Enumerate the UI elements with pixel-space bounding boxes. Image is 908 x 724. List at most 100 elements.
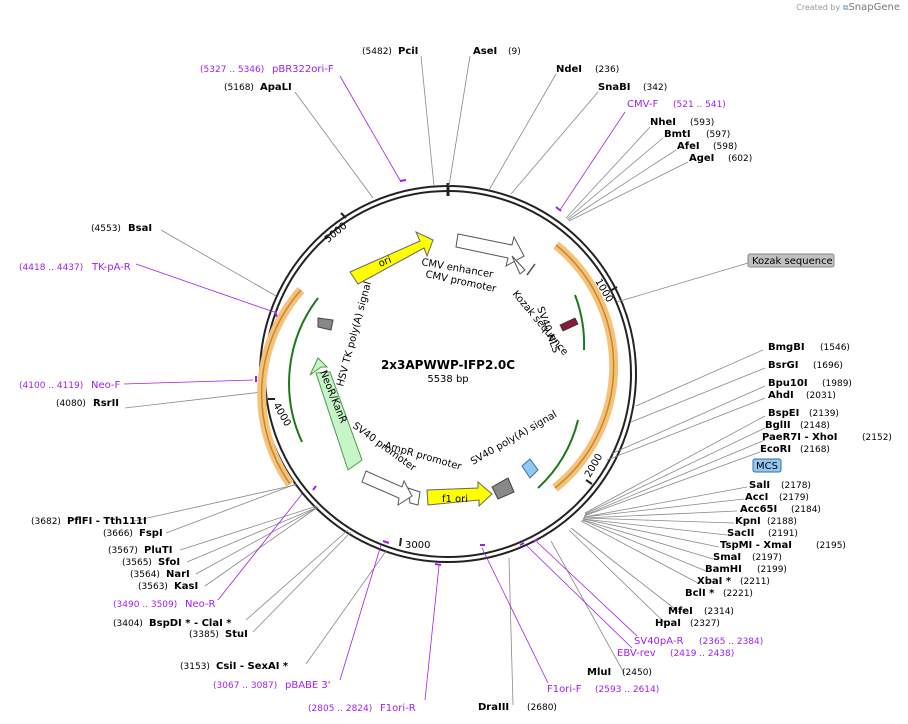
site-pos-ecori: (2168)	[800, 445, 830, 455]
site-pos-bsai: (4553)	[91, 224, 121, 234]
site-draiii: DraIII	[478, 702, 509, 713]
site-fspi: FspI	[139, 528, 163, 539]
f1-ori-feature	[426, 480, 493, 508]
site-pos-bmgbi: (1546)	[820, 343, 850, 353]
site-mfei: MfeI	[668, 606, 693, 617]
site-stui: StuI	[225, 629, 248, 640]
site-pos-mfei: (2314)	[704, 607, 734, 617]
sv40-polya-feature	[491, 477, 515, 500]
site-pos-acci: (2179)	[779, 493, 809, 503]
kozak-callout: Kozak sequence	[752, 256, 833, 267]
site-bmti: BmtI	[664, 129, 691, 140]
green-left-arc	[288, 297, 319, 443]
site-bmgbi: BmgBI	[768, 342, 805, 353]
site-bspdi-clai: BspDI * - ClaI *	[149, 618, 232, 629]
green-arc-1	[574, 294, 586, 351]
site-pos-paer7i-xhoi: (2152)	[862, 433, 892, 443]
plasmid-length: 5538 bp	[427, 374, 468, 385]
site-acc65i: Acc65I	[740, 504, 777, 515]
site-pos-xbai: (2211)	[740, 577, 770, 587]
credit-prefix: Created by	[796, 3, 841, 12]
site-hpai: HpaI	[655, 618, 681, 629]
site-bamhi: BamHI	[705, 564, 742, 575]
ori-feature	[349, 230, 434, 285]
primer-pos-ebv-rev: (2419 .. 2438)	[670, 649, 734, 659]
site-pos-apali: (5168)	[224, 83, 254, 93]
feature-label-ori: ori	[377, 255, 393, 270]
primer-lines	[123, 75, 638, 701]
snapgene-logo-icon: ⧉	[842, 3, 849, 12]
site-pos-ndei: (236)	[595, 65, 619, 75]
site-mlui: MluI	[587, 667, 611, 678]
site-sacii: SacII	[727, 528, 754, 539]
site-pos-afei: (598)	[713, 142, 737, 152]
sv40-nls-feature	[559, 317, 579, 332]
primer-pos-tk-pa-r: (4418 .. 4437)	[19, 263, 83, 273]
site-pflfi-tth111i: PflFI - Tth111I	[67, 516, 147, 527]
site-pos-ahdi: (2031)	[806, 391, 836, 401]
tick-3000: 3000	[405, 540, 430, 551]
primer-f1ori-r: F1ori-R	[380, 703, 416, 714]
mcs-callout-box	[752, 458, 782, 473]
primer-pos-pbabe3: (3067 .. 3087)	[213, 681, 277, 691]
site-pos-fspi: (3666)	[103, 529, 133, 539]
site-kasi: KasI	[174, 581, 198, 592]
site-ndei: NdeI	[556, 64, 582, 75]
site-bsrgi: BsrGI	[768, 360, 798, 371]
site-pos-mlui: (2450)	[622, 668, 652, 678]
site-pos-tspmi-xmai: (2195)	[816, 541, 846, 551]
site-apali: ApaLI	[260, 82, 292, 93]
site-pos-rsrii: (4080)	[56, 399, 86, 409]
site-pos-bspei: (2139)	[809, 409, 839, 419]
ifp-orange-arrow	[554, 244, 615, 489]
site-pos-pluti: (3567)	[108, 546, 138, 556]
site-xbai: XbaI *	[697, 576, 732, 587]
green-arc-2	[537, 419, 579, 489]
plasmid-name: 2x3APWWP-IFP2.0C	[381, 358, 515, 372]
cmv-promoter-feature	[511, 255, 526, 275]
primer-ebv-rev: EBV-rev	[617, 648, 656, 659]
site-csii-sexai: CsiI - SexAI *	[216, 661, 289, 672]
site-pos-bsrgi: (1696)	[813, 361, 843, 371]
site-smai: SmaI	[713, 552, 741, 563]
kozak-mark	[526, 263, 536, 276]
site-sali: SalI	[749, 480, 770, 491]
site-pcii: PciI	[398, 46, 418, 57]
primer-marks	[255, 179, 562, 566]
primer-pbabe3: pBABE 3'	[285, 680, 331, 691]
site-pos-sacii: (2191)	[768, 529, 798, 539]
site-pos-kasi: (3563)	[138, 582, 168, 592]
tick-4000: 4000	[270, 401, 292, 429]
site-pos-draiii: (2680)	[527, 703, 557, 713]
site-pluti: PluTI	[144, 545, 172, 556]
primer-pos-cmv-f: (521 .. 541)	[673, 100, 726, 110]
site-acci: AccI	[745, 492, 768, 503]
primer-pbr322ori-f: pBR322ori-F	[272, 64, 334, 75]
site-nhei: NheI	[650, 117, 676, 128]
site-pos-bmti: (597)	[706, 130, 730, 140]
primer-pos-neo-f: (4100 .. 4119)	[19, 381, 83, 391]
site-pos-bamhi: (2199)	[757, 565, 787, 575]
orange-left-arrow	[260, 289, 302, 485]
site-nari: NarI	[166, 569, 190, 580]
site-bglii: BglII	[765, 420, 791, 431]
site-paer7i-xhoi: PaeR7I - XhoI	[762, 432, 838, 443]
site-bspei: BspEI	[768, 408, 799, 419]
primer-pos-neo-r: (3490 .. 3509)	[113, 600, 177, 610]
site-pos-pcii: (5482)	[362, 47, 392, 57]
site-pos-hpai: (2327)	[690, 619, 720, 629]
site-tspmi-xmai: TspMI - XmaI	[720, 540, 792, 551]
site-pos-bpu10i: (1989)	[822, 379, 852, 389]
site-ahdi: AhdI	[768, 390, 794, 401]
site-pos-smai: (2197)	[752, 553, 782, 563]
mcs-callout: MCS	[756, 461, 778, 472]
site-pos-nari: (3564)	[130, 570, 160, 580]
neor-kanr-feature	[309, 357, 363, 471]
primer-sv40pa-r: SV40pA-R	[634, 636, 683, 647]
site-pos-asei: (9)	[508, 47, 521, 57]
site-pos-sali: (2178)	[781, 481, 811, 491]
primer-cmv-f: CMV-F	[627, 99, 658, 110]
sv40-promoter-feature	[361, 470, 413, 507]
site-pos-bglii: (2148)	[800, 421, 830, 431]
feature-label-f1-ori: f1 ori	[442, 494, 468, 505]
